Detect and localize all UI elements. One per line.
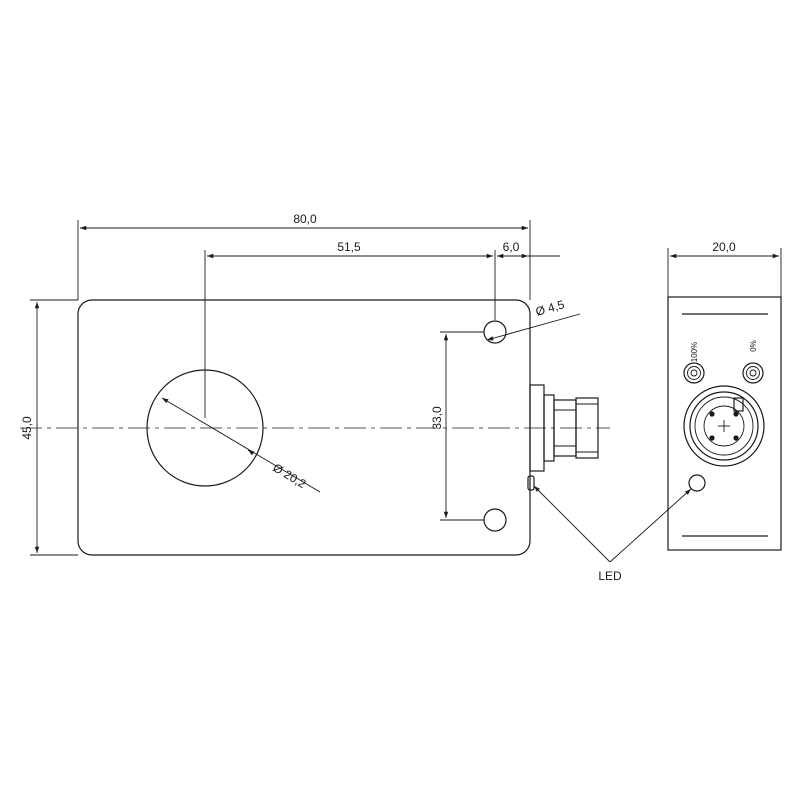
housing-outline — [77, 299, 531, 556]
mount-spacing-label: 33,0 — [430, 406, 444, 430]
potentiometer-0-label: 0% — [749, 340, 758, 352]
mounting-hole-bottom — [483, 508, 507, 532]
connector-offset-label: 6,0 — [503, 240, 520, 254]
side-housing-outline — [667, 296, 782, 551]
mount-hole-diameter-leader — [486, 313, 581, 341]
connector-face — [683, 385, 765, 467]
led-nub — [527, 475, 535, 491]
height-label: 45,0 — [20, 416, 34, 440]
hole-offset-label: 51,5 — [337, 240, 361, 254]
sensing-face-arrow-end — [247, 449, 255, 456]
led-label: LED — [598, 569, 622, 583]
led-callout: LED — [533, 485, 692, 583]
potentiometer-100 — [683, 362, 705, 384]
potentiometer-100-label: 100% — [690, 342, 699, 362]
front-view: Ø 20,2 Ø 4,5 33,0 80,0 — [20, 212, 610, 556]
mount-hole-diameter-label: Ø 4,5 — [534, 297, 566, 319]
sensing-face-diameter-label: Ø 20,2 — [270, 461, 308, 492]
side-view: 100% 0% 20,0 — [667, 240, 782, 551]
width-label: 80,0 — [293, 212, 317, 226]
led-indicator — [688, 474, 706, 492]
connector — [529, 384, 599, 472]
sensing-face-diameter-leader — [161, 397, 321, 493]
led-leader-front — [533, 485, 611, 563]
potentiometer-0 — [742, 362, 764, 384]
depth-label: 20,0 — [712, 240, 736, 254]
led-leader-side — [609, 488, 692, 563]
